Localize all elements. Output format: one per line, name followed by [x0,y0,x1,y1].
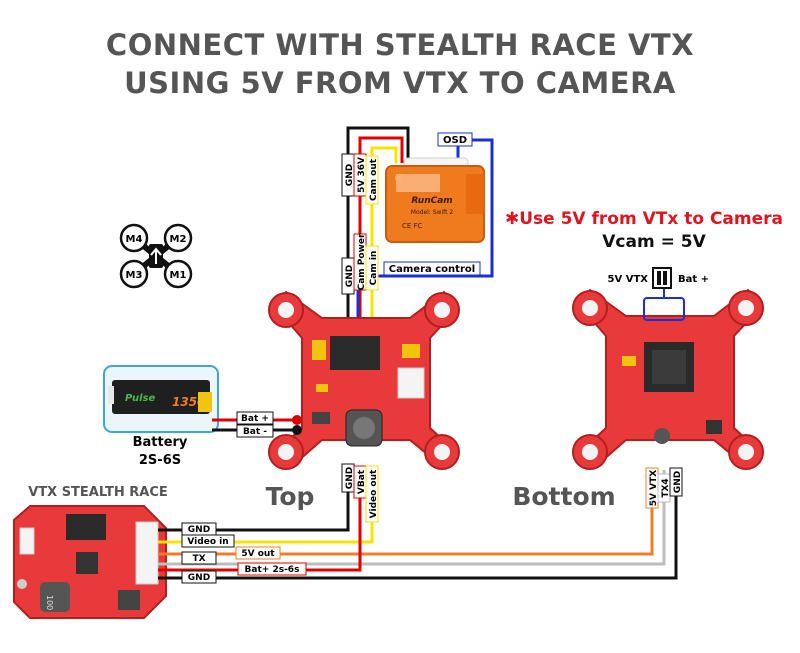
label-gnd-cam: GND [345,164,355,186]
label-bottom: Bottom [512,482,615,511]
vtx-board: 100 [13,505,167,619]
fc-pad-video-out: Video out [369,469,379,518]
camera-wire-labels: GND 5V 36V Cam out OSD Camera control GN… [341,132,481,295]
label-bat-plus: Bat + [241,414,269,424]
fc-pad-tx4: TX4 [661,478,671,497]
label-camera-control: Camera control [389,264,475,275]
fc-right-pad-labels: 5V VTX TX4 GND [645,467,683,509]
label-top: Top [266,482,315,511]
title-line-1: CONNECT WITH STEALTH RACE VTX [105,28,695,62]
jumper-label-bat-plus: Bat + [678,274,709,285]
fc-pad-5v-vtx: 5V VTX [649,470,659,506]
vtx-pad-gnd-2: GND [188,573,210,583]
motor-m2-label: M2 [170,234,187,245]
motor-layout-icon: M4 M2 M3 M1 [119,223,193,289]
title-line-2: USING 5V FROM VTX TO CAMERA [124,66,676,100]
jumper-label-5v-vtx: 5V VTX [608,274,649,285]
camera-brand: RunCam [411,196,452,206]
battery-capacity: 1350 [172,395,205,409]
fc-pad-gnd-2: GND [673,471,683,493]
motor-m4-label: M4 [126,234,143,245]
note-use-5v: ✱Use 5V from VTx to Camera [505,209,783,229]
vtx-pad-labels: GND Video in 5V out TX Bat+ 2s-6s GND [181,522,307,584]
fc-bottom-pad-labels: GND VBat Video out [341,463,379,523]
fc-board-bottom [572,288,764,470]
fc-board-top [268,290,460,470]
battery-label-line1: Battery [133,435,188,450]
note-vcam: Vcam = 5V [602,232,706,252]
label-cam-in: Cam in [369,251,379,286]
vtx-pad-tx: TX [192,554,205,564]
vtx-pad-bat-plus: Bat+ 2s-6s [245,565,300,575]
fc-pad-vbat: VBat [357,469,367,494]
label-osd: OSD [443,135,467,146]
vtx-coil-label: 100 [45,595,54,610]
battery-panel: Pulse 1350 Battery 2S-6S [103,365,219,468]
camera-model: Model: Swift 2 [411,209,454,216]
label-cam-power: Cam Power [357,233,367,290]
motor-m1-label: M1 [170,270,187,281]
vtx-pad-gnd-1: GND [188,525,210,535]
motor-m3-label: M3 [126,270,143,281]
svg-text:CE FC: CE FC [402,222,423,230]
label-bat-minus: Bat - [243,427,267,437]
jumper-icon [652,267,672,289]
vtx-pad-5v-out: 5V out [241,549,275,559]
vtx-pad-video-in: Video in [187,537,228,547]
fc-pad-gnd: GND [345,467,355,489]
label-5v-36v: 5V 36V [357,157,367,193]
runcam-camera: RunCam Model: Swift 2 CE FC [385,157,485,243]
battery-brand: Pulse [125,393,155,404]
label-cam-out: Cam out [369,158,379,201]
label-gnd-fc: GND [345,265,355,287]
vtx-title: VTX STEALTH RACE [28,485,168,500]
battery-label-line2: 2S-6S [139,453,181,468]
